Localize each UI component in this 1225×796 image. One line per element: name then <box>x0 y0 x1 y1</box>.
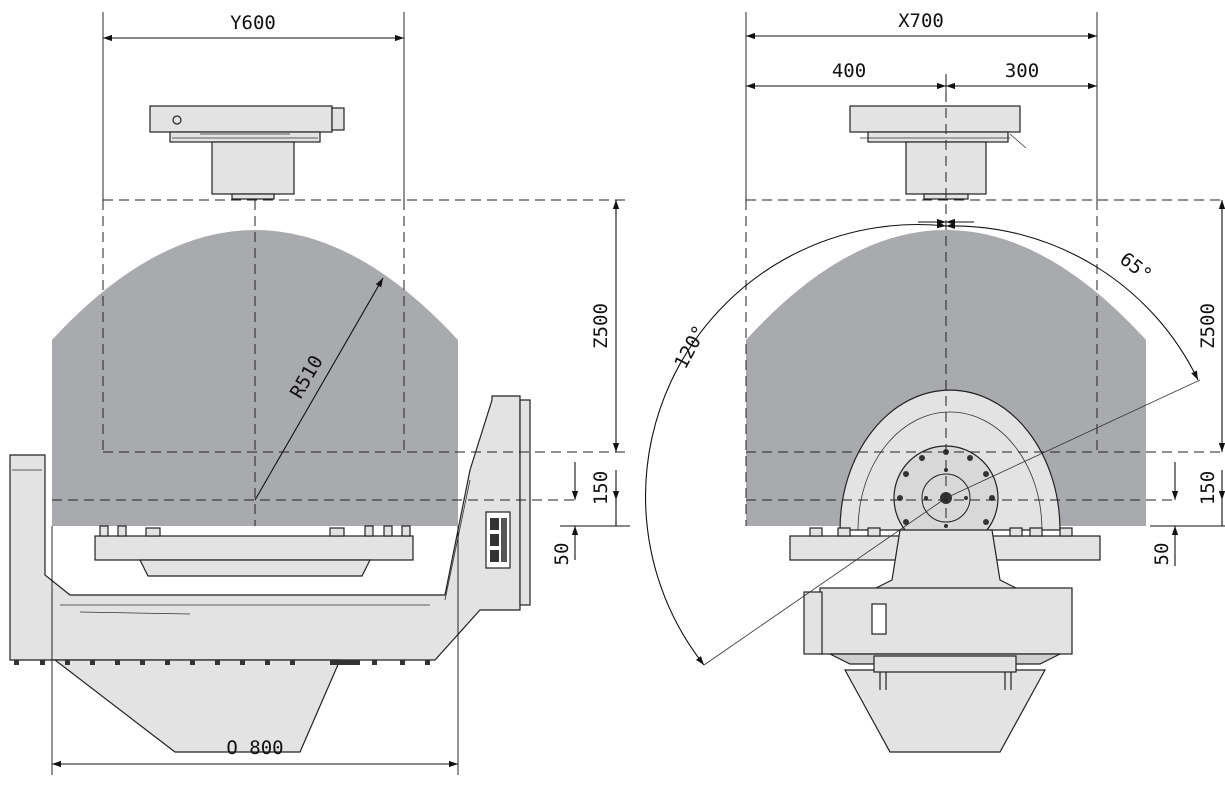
right-angle-65-arc <box>945 222 1199 381</box>
right-angle-120-arc <box>645 221 947 666</box>
right-view: X700 400 300 Z500 150 50 65° 120° <box>645 10 1225 753</box>
left-bolt-row <box>14 660 430 665</box>
right-angle-120: 120° <box>670 322 711 373</box>
right-spindle-head <box>849 105 1027 200</box>
left-dim-o800: O 800 <box>226 737 283 759</box>
right-dim-z500: Z500 <box>1197 303 1219 349</box>
left-view: Y600 R510 Z500 150 50 O 800 <box>9 12 630 775</box>
right-dim-150: 150 <box>1197 471 1219 505</box>
left-spindle-head <box>149 105 345 200</box>
left-rotary-table <box>94 525 414 577</box>
left-dim-y600: Y600 <box>230 12 276 34</box>
right-dim-400: 400 <box>832 60 866 82</box>
left-dim-z500: Z500 <box>590 303 612 349</box>
left-dim-50: 50 <box>551 543 573 566</box>
left-side-connector <box>485 511 511 569</box>
left-trunnion-flange <box>519 399 531 606</box>
left-dim-150: 150 <box>590 471 612 505</box>
right-base-bolts <box>879 672 1012 690</box>
right-dim-300: 300 <box>1005 60 1039 82</box>
right-dim-x700: X700 <box>898 10 944 32</box>
left-trunnion-base <box>53 659 341 753</box>
right-gear-housing <box>803 587 1073 665</box>
right-dim-50: 50 <box>1151 543 1173 566</box>
right-angle-65: 65° <box>1115 248 1156 286</box>
right-base <box>843 669 1047 753</box>
